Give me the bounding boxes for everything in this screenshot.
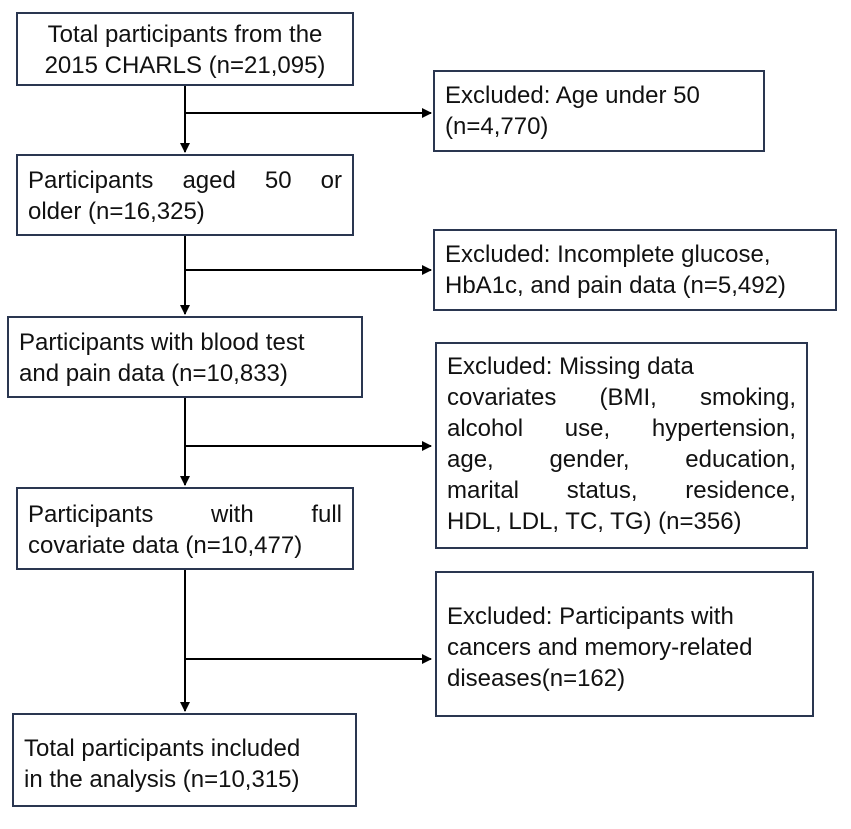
box-aged-50-or-older: Participants aged 50 or older (n=16,325): [16, 154, 354, 236]
box-excluded-age-under-50: Excluded: Age under 50 (n=4,770): [433, 70, 765, 152]
box-full-covariate-data: Participants with full covariate data (n…: [16, 487, 354, 570]
box-excluded-incomplete-data: Excluded: Incomplete glucose, HbA1c, and…: [433, 229, 837, 311]
box-excluded-cancers-memory: Excluded: Participants with cancers and …: [435, 571, 814, 717]
box-final-participants: Total participants included in the analy…: [12, 713, 357, 807]
box-excluded-missing-covariates: Excluded: Missing data covariates (BMI, …: [435, 342, 808, 549]
box-blood-test-pain-data: Participants with blood test and pain da…: [7, 316, 363, 398]
box-total-participants: Total participants from the 2015 CHARLS …: [16, 12, 354, 86]
